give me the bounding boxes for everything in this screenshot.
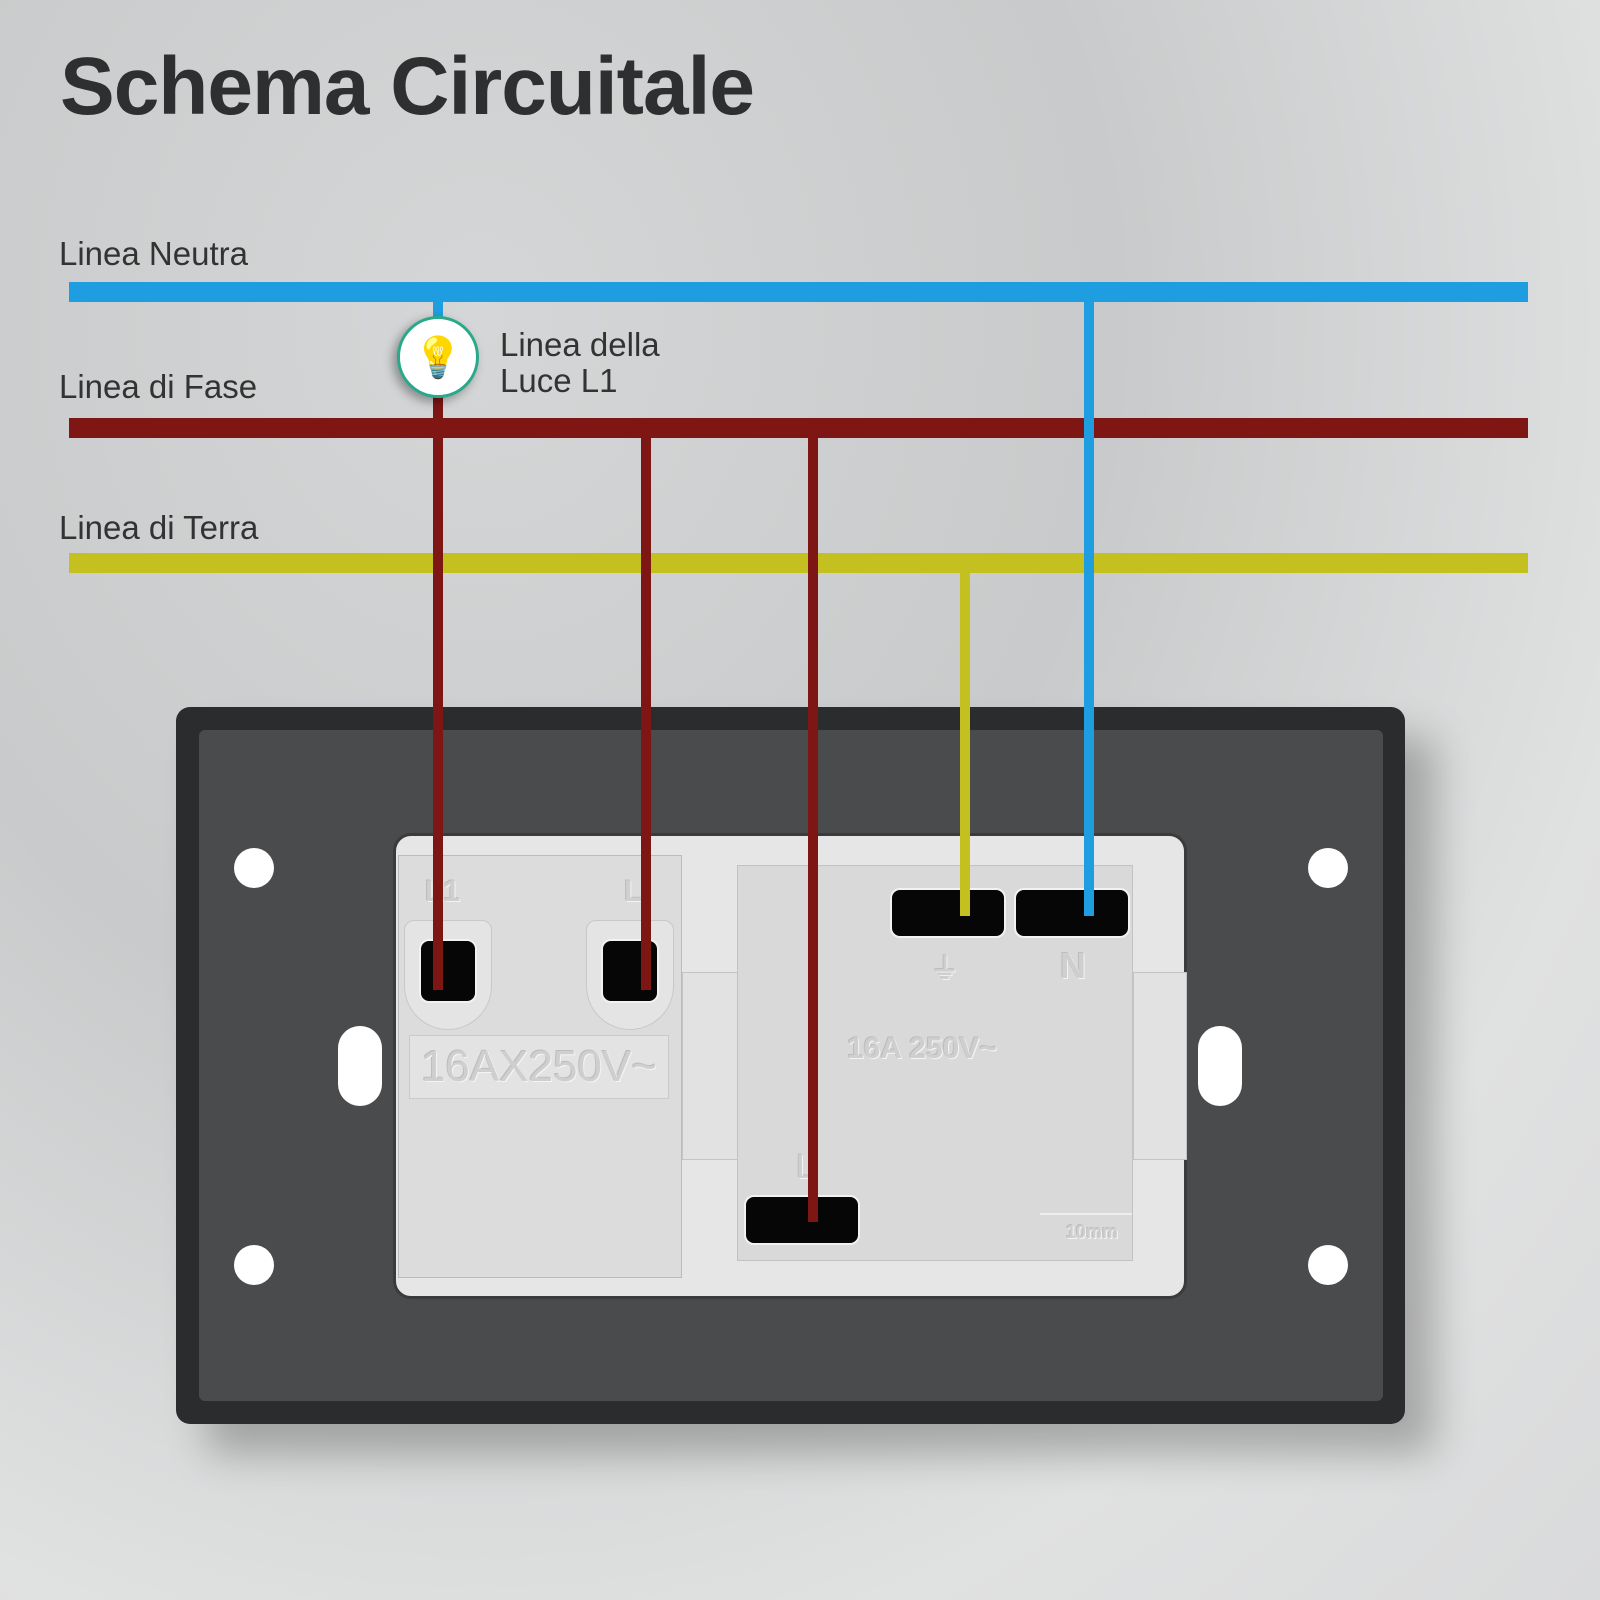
screw-hole <box>234 1245 274 1285</box>
neutral-line-label: Linea Neutra <box>59 235 248 272</box>
module-clip <box>1133 972 1187 1160</box>
switch-rating: 16AX250V~ <box>420 1042 658 1091</box>
light-line-label-1: Linea della <box>500 326 660 363</box>
switch-terminal-l1 <box>404 920 492 1030</box>
neutral-label: N <box>1060 945 1086 986</box>
screw-hole <box>234 848 274 888</box>
terminal-label-l: L <box>624 875 643 908</box>
strip-length-label: 10mm <box>1066 1222 1119 1242</box>
mounting-slot <box>338 1026 382 1106</box>
earth-terminal <box>890 888 1006 938</box>
live-terminal <box>744 1195 860 1245</box>
earth-symbol: ⏚ <box>931 953 960 984</box>
neutral-terminal <box>1014 888 1130 938</box>
rating-plate: 16AX250V~ <box>409 1035 669 1099</box>
terminal-opening <box>419 939 477 1003</box>
phase-line-label: Linea di Fase <box>59 368 258 405</box>
module-clip <box>682 972 740 1160</box>
strip-gauge <box>1040 1213 1132 1215</box>
screw-hole <box>1308 1245 1348 1285</box>
earth-line-label: Linea di Terra <box>59 509 259 546</box>
light-bulb-icon: 💡 <box>397 316 479 398</box>
page-title: Schema Circuitale <box>60 41 755 132</box>
socket-rating: 16A 250V~ <box>847 1032 997 1065</box>
mounting-slot <box>1198 1026 1242 1106</box>
light-line-label: Linea della Luce L1 <box>500 327 660 399</box>
screw-hole <box>1308 848 1348 888</box>
light-line-label-2: Luce L1 <box>500 362 618 399</box>
